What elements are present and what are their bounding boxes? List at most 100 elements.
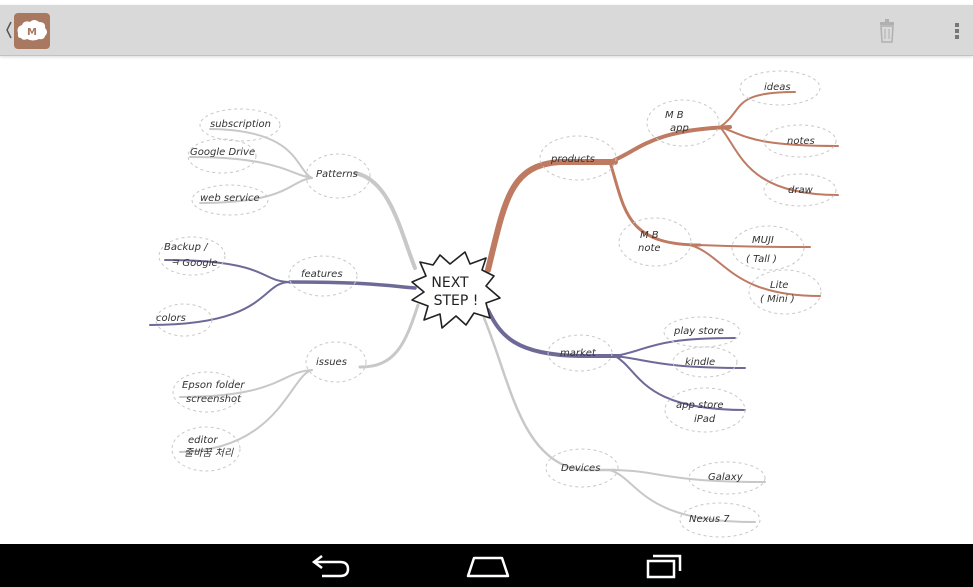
status-bar [0, 0, 973, 5]
node-nexus[interactable]: Nexus 7 [679, 502, 761, 538]
node-products[interactable]: products [539, 135, 617, 181]
node-backup-label-line1: Backup / [164, 242, 209, 253]
node-editor[interactable]: editor 줄바꿈 처리 [171, 426, 241, 472]
node-kindle-label: kindle [685, 357, 715, 368]
node-colors[interactable]: colors [155, 303, 213, 337]
branch-mb-app-ideas [719, 91, 796, 128]
node-mb-app-label-line1: M B [665, 110, 684, 121]
branch-mb-app-draw [719, 126, 839, 196]
node-patterns[interactable]: Patterns [305, 153, 371, 199]
back-icon[interactable] [300, 550, 360, 582]
node-subscription-label: subscription [210, 119, 271, 130]
node-lite[interactable]: Lite ( Mini ) [748, 269, 822, 315]
node-muji-label-line1: MUJI [752, 235, 774, 246]
branch-products-mb-note [608, 160, 702, 247]
node-web-service-label: web service [200, 193, 260, 204]
node-lite-label-line1: Lite [770, 280, 788, 291]
home-icon[interactable] [458, 550, 518, 582]
branch-patterns-google-drive [189, 156, 313, 179]
node-editor-label-line2: 줄바꿈 처리 [184, 447, 234, 459]
branch-patterns-subscription [209, 128, 313, 179]
node-subscription[interactable]: subscription [199, 108, 281, 142]
trash-icon[interactable] [873, 16, 901, 46]
branch-market-kindle [614, 355, 746, 369]
mind-map-canvas[interactable]: NEXT STEP ! Patterns subscription Google… [0, 56, 973, 544]
node-patterns-label: Patterns [316, 169, 358, 180]
branch-devices [482, 316, 617, 472]
center-node[interactable]: NEXT STEP ! [411, 251, 501, 329]
node-google-drive-label: Google Drive [190, 147, 255, 158]
node-muji-label-line2: ( Tall ) [746, 254, 777, 265]
node-play-store-label: play store [673, 326, 724, 337]
node-galaxy[interactable]: Galaxy [688, 461, 766, 495]
branch-market [486, 308, 622, 358]
node-ideas-label: ideas [764, 82, 791, 93]
up-caret-icon[interactable] [5, 18, 13, 42]
node-epson[interactable]: Epson folder screenshot [172, 371, 245, 413]
node-web-service[interactable]: web service [191, 184, 269, 216]
node-epson-label-line1: Epson folder [182, 380, 245, 391]
branch-issues-epson [179, 369, 313, 398]
branch-issues [358, 303, 420, 369]
node-issues[interactable]: issues [305, 341, 367, 383]
node-market[interactable]: market [547, 334, 613, 372]
app-logo-icon[interactable]: M [13, 12, 51, 50]
branch-products [485, 159, 618, 273]
node-features[interactable]: features [288, 255, 358, 297]
node-mb-note[interactable]: M B note [618, 217, 692, 267]
app-logo-text: M [27, 27, 37, 38]
node-mb-note-label-line2: note [638, 243, 661, 254]
node-notes[interactable]: notes [763, 124, 837, 158]
overflow-menu-icon[interactable] [947, 16, 967, 46]
node-devices[interactable]: Devices [545, 448, 619, 488]
branch-features-backup [164, 259, 291, 283]
navigation-bar [0, 544, 973, 587]
node-products-label: products [550, 154, 595, 165]
node-nexus-label: Nexus 7 [689, 514, 730, 525]
node-backup[interactable]: Backup / ㅋ Google [158, 236, 226, 276]
branch-mb-note-lite [689, 244, 821, 297]
node-features-label: features [301, 269, 343, 280]
branch-products-mb-app [608, 125, 732, 164]
center-label-line2: STEP ! [434, 293, 479, 309]
branch-features [288, 280, 417, 290]
node-notes-label: notes [787, 136, 815, 147]
center-label-line1: NEXT [431, 275, 469, 291]
node-app-store-label-line2: iPad [694, 414, 716, 425]
node-devices-label: Devices [561, 463, 600, 474]
recent-apps-icon[interactable] [634, 550, 694, 582]
node-lite-label-line2: ( Mini ) [760, 294, 795, 305]
node-colors-label: colors [156, 313, 186, 324]
node-muji[interactable]: MUJI ( Tall ) [731, 225, 805, 271]
node-galaxy-label: Galaxy [708, 472, 744, 483]
branch-devices-nexus [609, 469, 756, 523]
node-kindle[interactable]: kindle [672, 346, 738, 378]
branch-patterns-web-service [199, 177, 313, 204]
branch-market-app-store [614, 355, 746, 411]
center-burst-shape [411, 251, 501, 329]
node-app-store[interactable]: app store iPad [664, 387, 746, 433]
node-backup-label-line2: ㅋ Google [170, 258, 218, 269]
node-mb-app[interactable]: M B app [646, 99, 720, 147]
node-ideas[interactable]: ideas [739, 70, 821, 106]
node-app-store-label-line1: app store [676, 400, 724, 411]
branch-issues-editor [179, 369, 313, 453]
branch-mb-app-notes [719, 126, 839, 147]
action-bar: M [0, 5, 973, 56]
node-market-label: market [560, 348, 597, 359]
node-mb-note-label-line1: M B [640, 230, 659, 241]
node-google-drive[interactable]: Google Drive [187, 138, 257, 174]
branch-features-colors [149, 281, 291, 326]
branch-lines [149, 91, 839, 523]
branch-market-play-store [614, 337, 736, 357]
node-draw[interactable]: draw [763, 173, 837, 207]
node-epson-label-line2: screenshot [186, 394, 242, 405]
node-editor-label-line1: editor [188, 435, 218, 446]
node-draw-label: draw [788, 185, 814, 196]
branch-devices-galaxy [609, 469, 766, 483]
node-mb-app-label-line2: app [670, 123, 689, 134]
branch-patterns [353, 171, 417, 270]
node-issues-label: issues [316, 357, 347, 368]
node-play-store[interactable]: play store [663, 316, 741, 348]
branch-mb-note-muji [689, 244, 811, 248]
